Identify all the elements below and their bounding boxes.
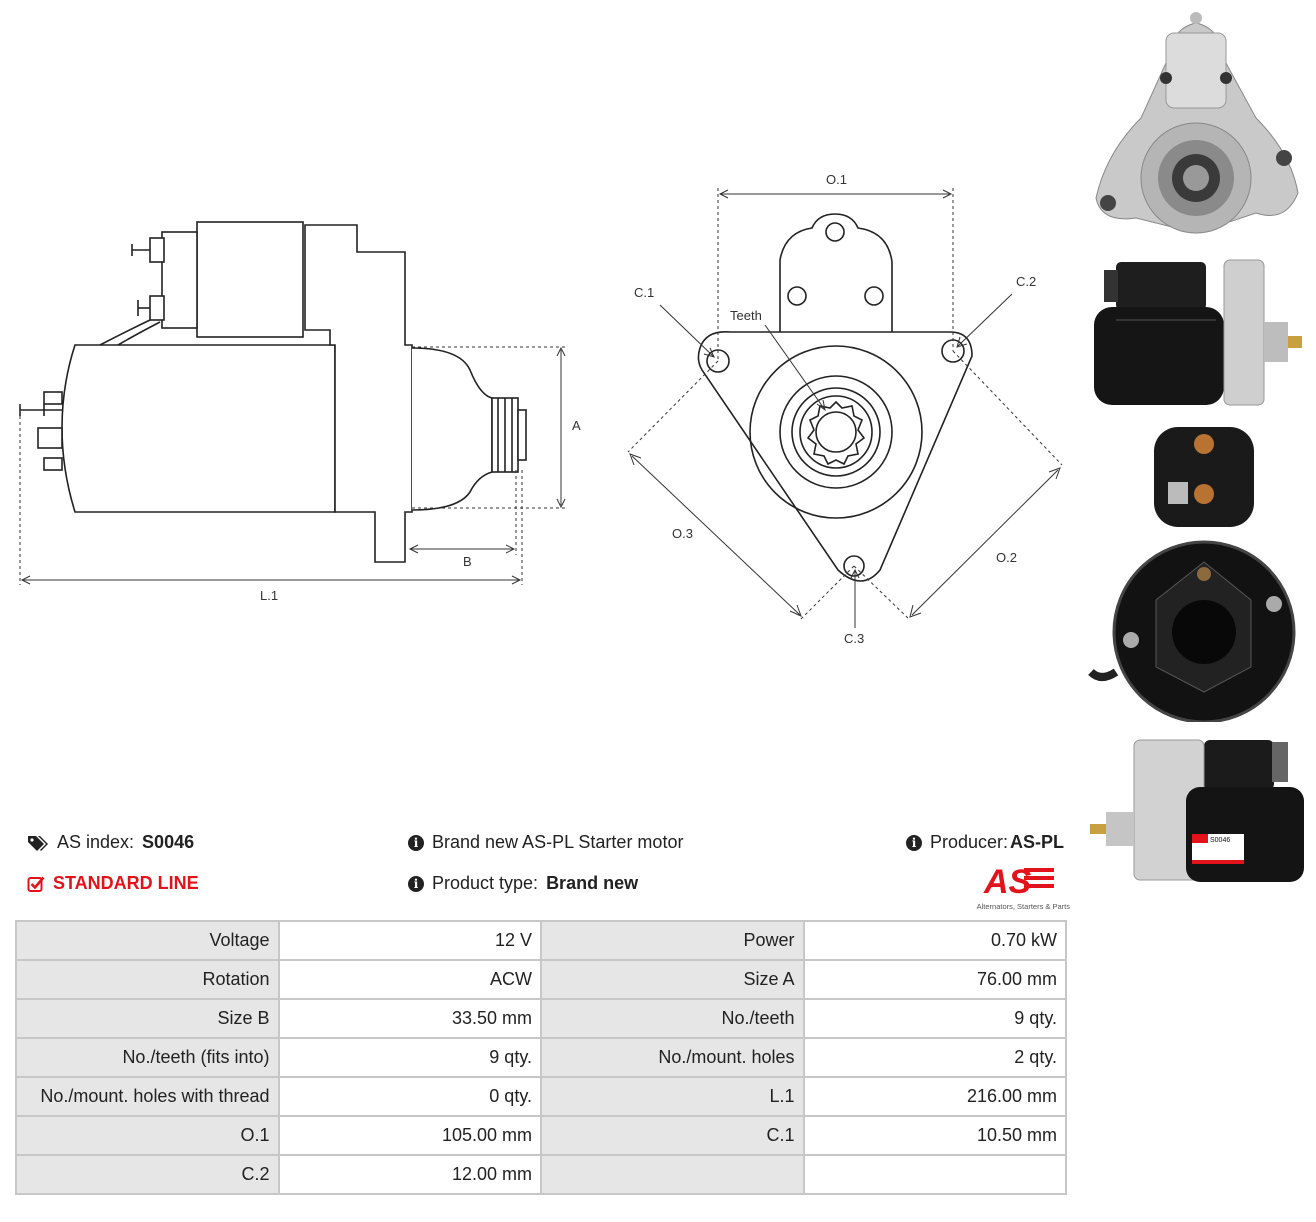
label-o1: O.1 — [826, 172, 847, 187]
as-index: AS index: S0046 — [27, 832, 194, 853]
label-c2: C.2 — [1016, 274, 1036, 289]
photo-drive-end[interactable] — [1086, 8, 1308, 238]
as-logo: AS Alternators, Starters & Parts — [962, 862, 1070, 911]
table-row: Size B 33.50 mm No./teeth 9 qty. — [17, 1000, 1065, 1037]
front-dimensions — [627, 188, 1063, 628]
spec-key: Voltage — [17, 922, 278, 959]
spec-value: 0.70 kW — [804, 922, 1065, 959]
spec-key: L.1 — [542, 1078, 803, 1115]
spec-key: Power — [542, 922, 803, 959]
label-c3: C.3 — [844, 631, 864, 646]
spec-value: 33.50 mm — [279, 1000, 540, 1037]
spec-key: No./teeth (fits into) — [17, 1039, 278, 1076]
spec-key — [542, 1156, 803, 1193]
spec-value: 2 qty. — [804, 1039, 1065, 1076]
as-logo-tagline: Alternators, Starters & Parts — [976, 902, 1070, 911]
as-index-value: S0046 — [142, 832, 195, 852]
spec-key: C.2 — [17, 1156, 278, 1193]
table-row: No./teeth (fits into) 9 qty. No./mount. … — [17, 1039, 1065, 1076]
spec-value: 0 qty. — [279, 1078, 540, 1115]
spec-value: 76.00 mm — [804, 961, 1065, 998]
spec-value: 12.00 mm — [279, 1156, 540, 1193]
producer-label: Producer: — [930, 832, 1009, 852]
description: i Brand new AS-PL Starter motor — [408, 832, 683, 853]
label-teeth: Teeth — [730, 308, 762, 323]
label-o2: O.2 — [996, 550, 1017, 565]
info-icon: i — [408, 834, 424, 851]
info-icon: i — [906, 834, 922, 851]
spec-key: Rotation — [17, 961, 278, 998]
side-dimensions — [19, 346, 568, 585]
label-l1: L.1 — [260, 588, 278, 603]
table-row: Voltage 12 V Power 0.70 kW — [17, 922, 1065, 959]
spec-value: 216.00 mm — [804, 1078, 1065, 1115]
table-row: O.1 105.00 mm C.1 10.50 mm — [17, 1117, 1065, 1154]
starter-side-view — [19, 221, 527, 563]
technical-drawing: A B L.1 — [19, 172, 1063, 646]
photo-commutator-end[interactable] — [1086, 422, 1308, 722]
svg-text:AS: AS — [983, 863, 1032, 896]
spec-value: 105.00 mm — [279, 1117, 540, 1154]
spec-key: No./mount. holes with thread — [17, 1078, 278, 1115]
producer: i Producer: AS-PL — [906, 832, 1064, 853]
spec-value: ACW — [279, 961, 540, 998]
label-a: A — [572, 418, 581, 433]
spec-value: 10.50 mm — [804, 1117, 1065, 1154]
product-line: STANDARD LINE — [27, 873, 199, 894]
tags-icon — [28, 835, 48, 851]
product-line-label: STANDARD LINE — [53, 873, 199, 893]
producer-value: AS-PL — [1010, 832, 1065, 852]
table-row: Rotation ACW Size A 76.00 mm — [17, 961, 1065, 998]
label-b: B — [463, 554, 472, 569]
spec-value: 9 qty. — [804, 1000, 1065, 1037]
spec-table: Voltage 12 V Power 0.70 kW Rotation ACW … — [15, 920, 1067, 1195]
spec-key: Size A — [542, 961, 803, 998]
spec-value: 12 V — [279, 922, 540, 959]
spec-key: No./teeth — [542, 1000, 803, 1037]
product-type-value: Brand new — [546, 873, 639, 893]
table-row: C.2 12.00 mm — [17, 1156, 1065, 1193]
table-row: No./mount. holes with thread 0 qty. L.1 … — [17, 1078, 1065, 1115]
spec-key: O.1 — [17, 1117, 278, 1154]
spec-key: C.1 — [542, 1117, 803, 1154]
product-type-label: Product type: — [432, 873, 539, 893]
check-square-icon — [27, 876, 45, 892]
as-index-label: AS index: — [57, 832, 135, 852]
photo-label-code: S0046 — [1210, 837, 1230, 844]
photo-label-side[interactable]: S0046 — [1086, 732, 1308, 892]
spec-key: No./mount. holes — [542, 1039, 803, 1076]
as-logo-mark: AS — [983, 863, 1054, 901]
label-o3: O.3 — [672, 526, 693, 541]
spec-value: 9 qty. — [279, 1039, 540, 1076]
spec-key: Size B — [17, 1000, 278, 1037]
spec-value — [804, 1156, 1065, 1193]
product-type: i Product type: Brand new — [408, 873, 638, 894]
photo-side-view[interactable] — [1086, 252, 1308, 412]
starter-front-view — [697, 213, 973, 582]
label-c1: C.1 — [634, 285, 654, 300]
description-text: Brand new AS-PL Starter motor — [432, 832, 684, 852]
info-icon: i — [408, 875, 424, 892]
